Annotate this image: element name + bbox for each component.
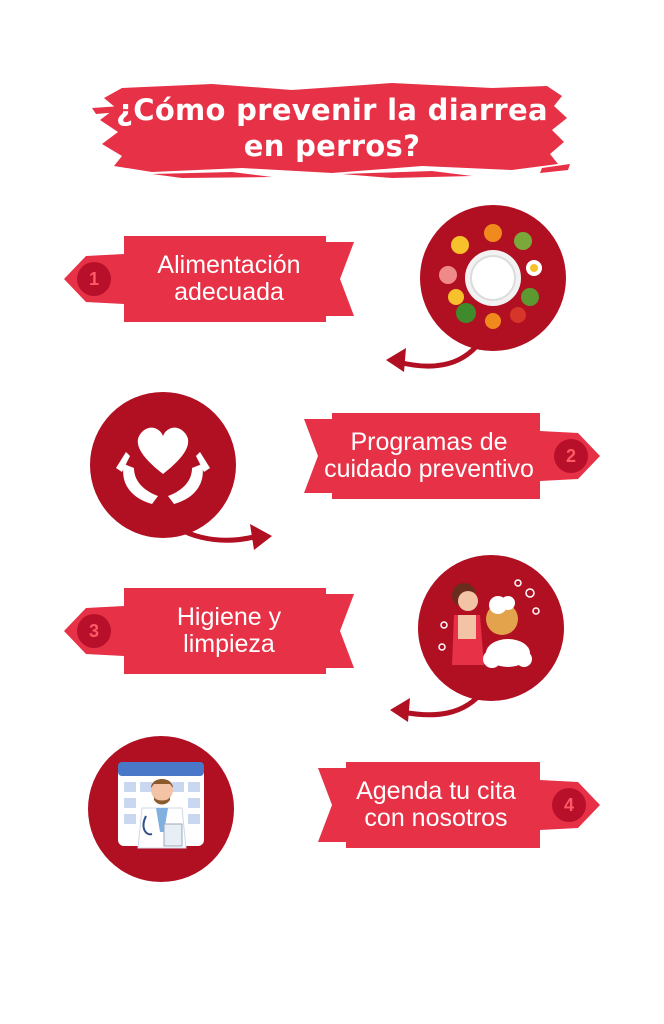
title-line-2: en perros?	[243, 129, 421, 163]
step-4-label-line1: Agenda tu cita	[356, 777, 516, 805]
step-2-tag: 2 Programas de cuidado preventivo	[304, 413, 600, 499]
brush-stroke-background	[92, 83, 570, 178]
step-1-label-line2: adecuada	[174, 278, 284, 306]
step-3-tag: 3 Higiene y limpieza	[64, 588, 354, 674]
step-1-number-badge: 1	[77, 262, 111, 296]
arrow-icon	[157, 509, 272, 550]
arrow-icon	[390, 687, 487, 722]
dog-bath-icon	[418, 555, 564, 701]
step-3-number-badge: 3	[77, 614, 111, 648]
veterinarian-calendar-icon	[88, 736, 234, 882]
step-4-number-badge: 4	[552, 788, 586, 822]
food-plate-icon	[420, 205, 566, 351]
arrow-icon	[386, 339, 483, 372]
step-2-number-badge: 2	[554, 439, 588, 473]
step-1-tag: 1 Alimentación adecuada	[64, 236, 354, 322]
step-3-label-line1: Higiene y	[176, 603, 282, 631]
step-4-tag: 4 Agenda tu cita con nosotros	[318, 762, 600, 848]
title-banner: ¿Cómo prevenir la diarrea en perros?	[92, 78, 572, 178]
step-1-label-line1: Alimentación	[157, 251, 301, 279]
step-2-label-line2: cuidado preventivo	[324, 455, 534, 483]
title-line-1: ¿Cómo prevenir la diarrea	[116, 93, 548, 127]
step-2-label-line1: Programas de	[350, 428, 508, 456]
step-3-label-line2: limpieza	[183, 630, 275, 658]
step-4-label-line2: con nosotros	[364, 804, 508, 832]
heart-hands-icon	[90, 392, 236, 538]
